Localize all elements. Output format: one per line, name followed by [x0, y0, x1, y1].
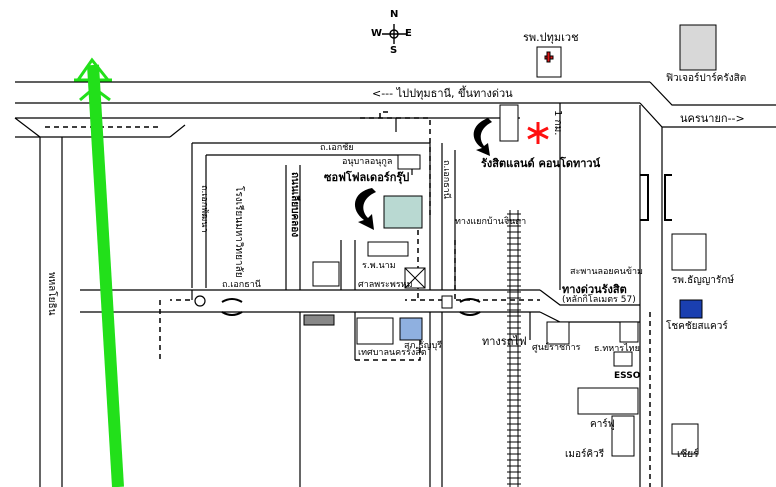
asterisk-marker	[527, 122, 549, 144]
compass-icon	[382, 24, 406, 44]
label-to-pathum: <--- ไปปทุมธานี, ขึ้นทางด่วน	[372, 87, 513, 100]
label-jewel: เซียร์	[677, 449, 699, 460]
label-school: โรงเรียนมหาวิทยาลัย	[233, 186, 244, 278]
label-shrine: ศาลพระพรหม	[358, 280, 413, 290]
label-distance: 1 กม.	[552, 110, 563, 136]
compass-n: N	[390, 9, 399, 20]
arrow-icon	[473, 118, 492, 156]
label-thai-bank: ธ.ทหารไทย	[594, 344, 640, 354]
label-hospital-thanyarak: รพ.ธัญญารักษ์	[672, 275, 734, 286]
compass-s: S	[390, 45, 398, 56]
highway-ne	[649, 81, 776, 106]
railway-track	[507, 210, 521, 487]
label-esso: ESSO	[614, 371, 641, 381]
label-police: สภ.ธัญบุรี	[404, 341, 442, 351]
buildings	[303, 24, 717, 457]
label-new-road: ถนนเลียบคลอง	[289, 172, 300, 238]
label-merchant: เมอร์คิวรี	[565, 449, 605, 460]
label-carrefour: คาร์ฟู	[590, 419, 615, 430]
label-road-soi: ถ.เอกพัฒนา	[199, 185, 209, 233]
label-junction: ทางด่วนรังสิต	[562, 283, 627, 296]
label-shop: ซอฟโฟลเดอร์กรุ๊ป	[324, 171, 410, 184]
label-rangsit-land: รังสิตแลนด์ คอนโดทาวน์	[481, 157, 601, 170]
compass-e: E	[405, 28, 412, 39]
label-junction-sub: (หลักกิโลเมตร 57)	[562, 295, 636, 305]
compass-w: W	[371, 28, 383, 39]
label-railway: ทางรถไฟ	[482, 335, 527, 348]
label-market: เทศบาลนครรังสิต	[358, 348, 427, 358]
label-crossing: ทางแยกบ้านจินดา	[455, 217, 527, 227]
label-road-vertical: ถ.เอกธานี	[441, 160, 451, 199]
label-showroom: โชคชัยสแควร์	[666, 321, 728, 332]
label-kindergarten: อนุบาลอนุกูล	[342, 157, 393, 167]
label-future-park: ฟิวเจอร์ปาร์ครังสิต	[666, 73, 747, 84]
label-lotus: ศูนย์ราชการ	[532, 343, 581, 353]
label-road-ekthani: ถ.เอกธานี	[222, 280, 261, 290]
label-to-nakhon-nayok: นครนายก-->	[680, 112, 745, 125]
label-hospital-pathum: รพ.ปทุมเวช	[523, 31, 579, 44]
label-soi-ekachai: ถ.เอกชัย	[320, 143, 354, 153]
label-hotel: ร.พ.นาม	[362, 261, 396, 271]
label-bridge: สะพานลอยคนข้าม	[570, 267, 643, 277]
green-route	[87, 64, 124, 487]
label-phahol: พหลโยธิน	[46, 272, 57, 316]
